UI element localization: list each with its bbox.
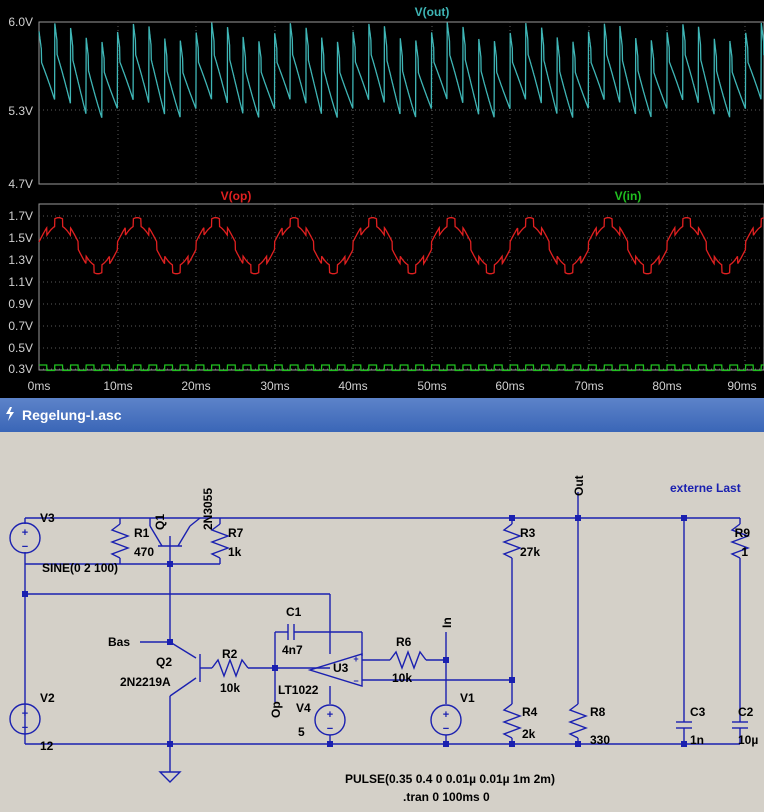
svg-text:+: + (22, 527, 28, 539)
label-r4-val[interactable]: 2k (522, 727, 536, 741)
trace-label-vout[interactable]: V(out) (415, 5, 450, 19)
schematic-icon (6, 407, 14, 421)
label-v3-spec[interactable]: SINE(0 2 100) (42, 561, 118, 575)
schematic-window-titlebar[interactable]: Regelung-I.asc (0, 398, 764, 432)
label-r7-val[interactable]: 1k (228, 545, 242, 559)
svg-text:−: − (22, 541, 28, 553)
x-tick-8: 80ms (652, 379, 681, 393)
net-label-out[interactable]: Out (572, 475, 586, 496)
pulse-spec[interactable]: PULSE(0.35 0.4 0 0.01µ 0.01µ 1m 2m) (345, 772, 555, 786)
net-label-in[interactable]: In (440, 617, 454, 628)
label-q2-model[interactable]: 2N2219A (120, 675, 171, 689)
label-q1[interactable]: Q1 (153, 514, 167, 530)
label-v1[interactable]: V1 (460, 691, 475, 705)
comment-externe-last[interactable]: externe Last (670, 481, 741, 495)
y-tick-bot-1: 1.5V (8, 231, 33, 245)
y-tick-bot-2: 1.3V (8, 253, 33, 267)
svg-text:−: − (327, 723, 333, 735)
label-r8-val[interactable]: 330 (590, 733, 610, 747)
label-v2[interactable]: V2 (40, 691, 55, 705)
label-r6-val[interactable]: 10k (392, 671, 412, 685)
label-r6[interactable]: R6 (396, 635, 412, 649)
top-pane-frame (38, 21, 764, 185)
x-tick-6: 60ms (495, 379, 524, 393)
net-label-op[interactable]: Op (269, 701, 283, 718)
y-tick-bot-4: 0.9V (8, 297, 33, 311)
label-c3[interactable]: C3 (690, 705, 706, 719)
y-tick-bot-6: 0.5V (8, 341, 33, 355)
x-tick-1: 10ms (103, 379, 132, 393)
label-bas[interactable]: Bas (108, 635, 130, 649)
svg-text:−: − (443, 723, 449, 735)
label-v4-val[interactable]: 5 (298, 725, 305, 739)
label-r2[interactable]: R2 (222, 647, 238, 661)
label-v3[interactable]: V3 (40, 511, 55, 525)
trace-label-vop[interactable]: V(op) (221, 189, 252, 203)
schematic-editor[interactable]: +− +− +− +− + − V3 SINE(0 2 100) R1 470 … (0, 432, 764, 807)
svg-text:+: + (327, 709, 333, 721)
trace-vin (39, 364, 764, 372)
label-u3-model[interactable]: LT1022 (278, 683, 319, 697)
x-tick-0: 0ms (28, 379, 51, 393)
x-tick-2: 20ms (181, 379, 210, 393)
label-u3[interactable]: U3 (333, 661, 349, 675)
y-tick-bot-7: 0.3V (8, 362, 33, 376)
x-tick-3: 30ms (260, 379, 289, 393)
label-r9[interactable]: R9 (735, 526, 751, 540)
label-r9-val[interactable]: 1 (741, 545, 748, 559)
y-tick-top-1: 5.3V (8, 104, 33, 118)
svg-text:−: − (22, 722, 28, 734)
svg-text:+: + (353, 654, 358, 664)
label-r7[interactable]: R7 (228, 526, 244, 540)
label-r3-val[interactable]: 27k (520, 545, 540, 559)
label-q1-model[interactable]: 2N3055 (201, 488, 215, 530)
trace-vout (38, 22, 764, 118)
x-tick-4: 40ms (338, 379, 367, 393)
svg-text:+: + (443, 709, 449, 721)
y-tick-bot-0: 1.7V (8, 209, 33, 223)
x-tick-5: 50ms (417, 379, 446, 393)
y-tick-bot-5: 0.7V (8, 319, 33, 333)
label-c1[interactable]: C1 (286, 605, 302, 619)
svg-text:+: + (22, 708, 28, 720)
trace-label-vin[interactable]: V(in) (615, 189, 642, 203)
svg-text:−: − (353, 676, 358, 686)
label-c1-val[interactable]: 4n7 (282, 643, 303, 657)
label-r3[interactable]: R3 (520, 526, 536, 540)
tran-directive[interactable]: .tran 0 100ms 0 (403, 790, 490, 804)
label-r4[interactable]: R4 (522, 705, 538, 719)
label-q2[interactable]: Q2 (156, 655, 172, 669)
window-title: Regelung-I.asc (22, 407, 122, 423)
y-tick-top-2: 4.7V (8, 177, 33, 191)
waveform-viewer[interactable]: V(out) V(op) V(in) 6.0V 5.3V 4.7V 1.7V 1… (0, 0, 764, 398)
bottom-pane-frame (38, 203, 764, 371)
label-c2-val[interactable]: 10µ (738, 733, 758, 747)
label-c3-val[interactable]: 1n (690, 733, 704, 747)
label-c2[interactable]: C2 (738, 705, 754, 719)
x-tick-7: 70ms (574, 379, 603, 393)
label-v4[interactable]: V4 (296, 701, 311, 715)
y-tick-top-0: 6.0V (8, 15, 33, 29)
label-r2-val[interactable]: 10k (220, 681, 240, 695)
label-v2-val[interactable]: 12 (40, 739, 54, 753)
trace-vop (38, 217, 764, 275)
label-r8[interactable]: R8 (590, 705, 606, 719)
y-tick-bot-3: 1.1V (8, 275, 33, 289)
x-tick-9: 90ms (727, 379, 756, 393)
label-r1[interactable]: R1 (134, 526, 150, 540)
label-r1-val[interactable]: 470 (134, 545, 154, 559)
